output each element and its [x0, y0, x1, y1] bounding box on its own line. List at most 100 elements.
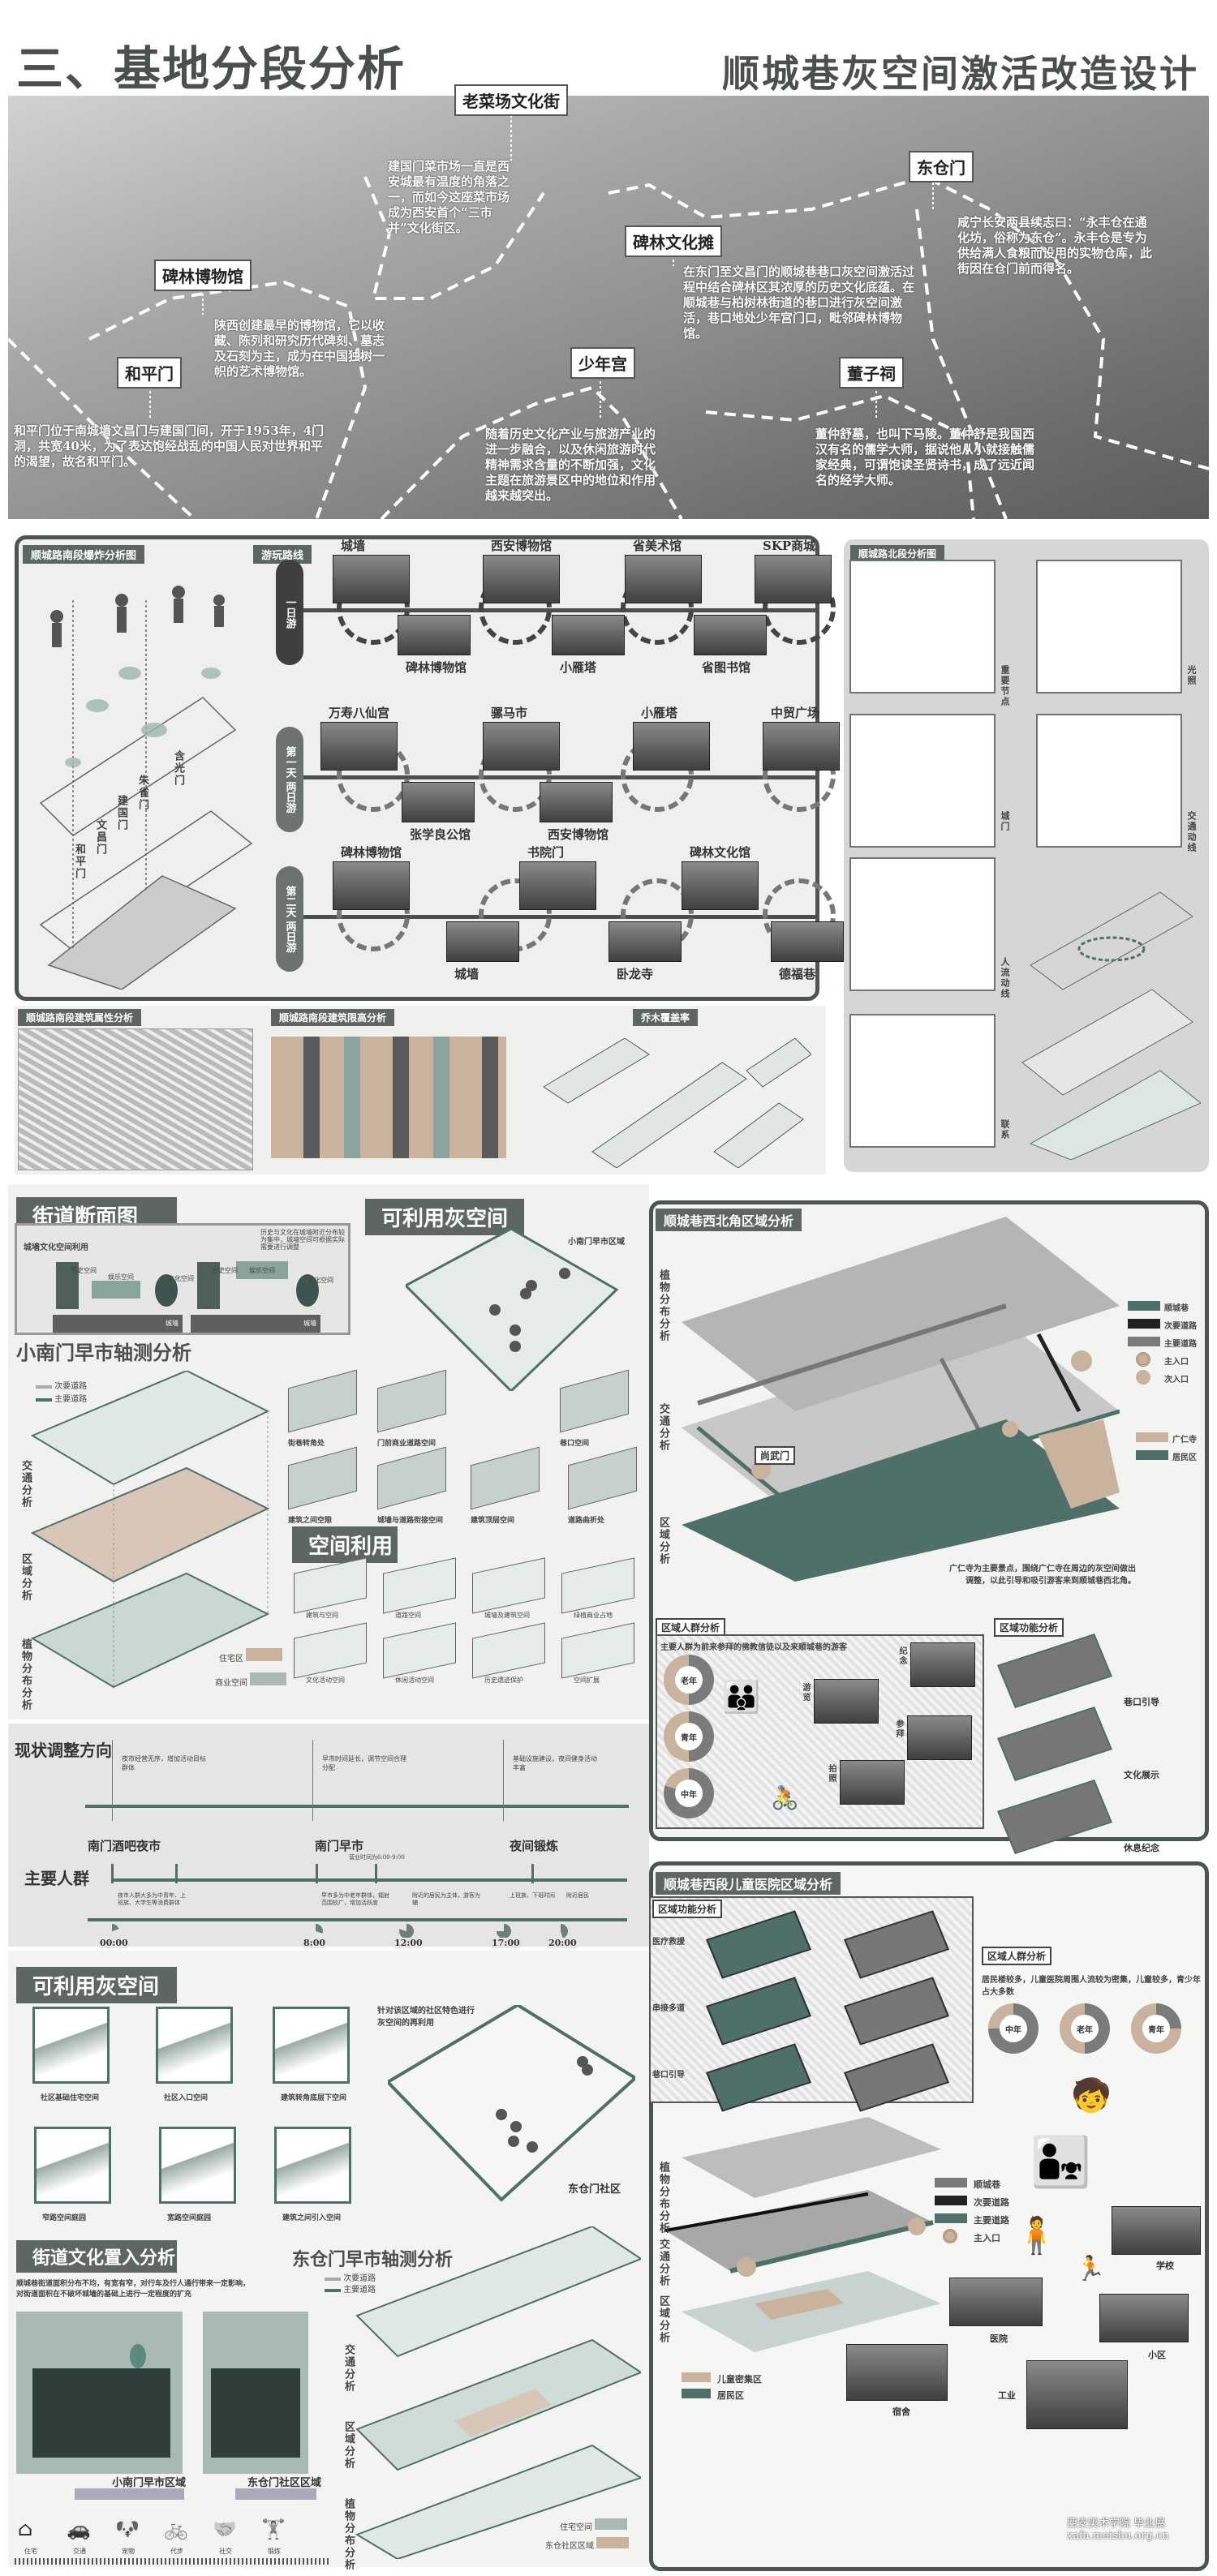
dcm-axon-title: 东仓门早市轴测分析: [292, 2249, 454, 2270]
age-donut-chart: 中年: [988, 2003, 1039, 2054]
timeline-event: 夜间锻炼: [510, 1839, 559, 1853]
space-use-label: 文化活动空间: [306, 1677, 345, 1684]
space-use-label: 绿植商业占地: [574, 1612, 613, 1619]
place-label: 医院: [990, 2333, 1008, 2344]
space-label: 娱乐空间: [108, 1273, 134, 1281]
grey-space-label: 建筑之间空隙: [288, 1517, 333, 1525]
space-use-label: 道路空间: [395, 1612, 421, 1619]
grey-space-label: 宽路空间庭园: [167, 2214, 212, 2222]
space-use-label: 建筑与空间: [306, 1612, 338, 1619]
donut-label: 中年: [1000, 2015, 1027, 2042]
legend-text: 住宅空间: [560, 2523, 592, 2532]
legend-text: 主要道路: [343, 2286, 376, 2295]
north-cell-box: [849, 1014, 996, 1148]
street-section-diagram: 城墙文化空间利用 历史与文化在城墙附近分布较为集中，城墙空间可根据实际需要进行调…: [15, 1223, 350, 1335]
section-dcm: [203, 2312, 308, 2474]
spot-text-dongzici: 董仲舒墓，也叫下马陵。董仲舒是我国西汉有名的儒学大师，据说他从小就接触儒家经典，…: [815, 427, 1035, 487]
attraction-photo: [771, 921, 844, 962]
crowd-timeline-line: [112, 1878, 627, 1882]
crowd-pie-icon: [105, 1924, 119, 1938]
layer-label: 区域分析: [342, 2421, 355, 2470]
tick: [316, 1864, 318, 1883]
legend-swatch: [250, 1672, 287, 1685]
legend-swatch: [682, 2372, 711, 2382]
north-cell-box: [849, 714, 996, 848]
age-donut-chart: 老年: [1060, 2003, 1110, 2054]
legend-text: 次要道路: [1164, 1322, 1197, 1331]
space-use-label: 历史遗迹保护: [484, 1677, 523, 1684]
spot-label-dongzici: 董子祠: [839, 357, 904, 389]
legend-swatch: [935, 2196, 967, 2205]
legend-residential: 住宅空间: [560, 2518, 628, 2532]
attraction-photo: [320, 722, 398, 771]
layer-label: 交通分析: [657, 1403, 669, 1452]
legend-text: 主要道路: [1164, 1340, 1197, 1349]
tick: [175, 1864, 178, 1883]
scene-label: 拍照: [827, 1764, 836, 1784]
hospital-title: 顺城巷西段儿童医院区域分析: [656, 1872, 841, 1895]
crowd-pie-icon: [553, 1924, 568, 1938]
attraction-photo: [519, 861, 596, 910]
legend-swatch: [325, 2289, 341, 2292]
dcm-site-plate: [385, 2003, 639, 2208]
adjust-divider: [503, 1740, 504, 1821]
attraction-photo: [540, 782, 613, 822]
legend-text: 东仓社区区域: [545, 2542, 594, 2551]
route-day-badge: 第一天 两日游: [276, 727, 303, 832]
building-height-map: [271, 1037, 506, 1158]
scene-label: 游览: [801, 1683, 810, 1702]
event-note: 营业时间为6:00-9:00: [349, 1854, 405, 1861]
adjust-note: 基础设施建设，夜间健身活动丰富: [513, 1755, 597, 1771]
entrance-icon: [1136, 1352, 1150, 1367]
spot-text-laocaichang: 建国门菜市场一直是西安城最有温度的角落之一，而如今这座菜市场成为西安首个“三市并…: [388, 159, 510, 235]
scene-label: 参拜: [894, 1719, 903, 1739]
gate-label: 尚武门: [755, 1446, 796, 1465]
legend-text: 住宅区: [219, 1655, 243, 1664]
northwest-axon: [665, 1217, 1120, 1582]
legend-swatch: [246, 1648, 283, 1661]
legend-text: 次要道路: [974, 2197, 1009, 2208]
adjust-note: 夜市经营无序，增加活动目标群体: [122, 1755, 206, 1771]
place-photo: [1112, 2206, 1201, 2255]
legend-text: 次要道路: [343, 2274, 376, 2283]
dcm-axon-diagram: [349, 2225, 643, 2561]
time-label: 12:00: [394, 1938, 423, 1948]
timeline-adjust-label: 现状调整方向: [15, 1741, 112, 1760]
xnm-axon-diagram: [24, 1369, 284, 1711]
attraction-label: 西安博物馆: [491, 539, 553, 553]
layer-label: 植物分布分析: [19, 1638, 32, 1711]
grey-space-2-note: 针对该区域的社区特色进行灰空间的再利用: [377, 2007, 475, 2028]
hospital-crowd-title: 区域人群分析: [982, 1947, 1052, 1965]
legend-swatch: [935, 2213, 967, 2223]
legend-text: 广仁寺: [1172, 1436, 1197, 1445]
layer-label: 植物分布分析: [657, 2162, 669, 2235]
route-line: [292, 608, 819, 612]
house-icon: ⌂: [18, 2518, 33, 2540]
north-cell-label: 人流动线: [1000, 957, 1010, 999]
running-child-icon: 🏃: [1075, 2255, 1106, 2283]
age-donut-chart: 青年: [664, 1711, 714, 1762]
layer-label: 交通分析: [657, 2239, 669, 2287]
attraction-photo: [552, 615, 625, 655]
crowd-pie-icon: [497, 1924, 511, 1938]
dcm-area-label: 东仓门社区: [568, 2183, 621, 2196]
layer-label: 区域分析: [657, 2295, 669, 2344]
donut-label: 老年: [1071, 2015, 1099, 2042]
grey-space-sketch: [159, 2127, 236, 2204]
spot-text-hepingmen: 和平门位于南城墙文昌门与建国门间，开于1953年，4门洞，共宽40米，为了表达饱…: [14, 423, 325, 469]
nw-crowd-text: 主要人群为前来参拜的佛教信徒以及来顺城巷的游客: [660, 1643, 847, 1652]
area-bar: [235, 2488, 316, 2500]
attraction-label: 中贸广场: [771, 706, 820, 720]
time-label: 8:00: [303, 1938, 326, 1948]
section-ground: [32, 2368, 170, 2458]
hospital-crowd-text: 居民楼较多，儿童医院周围人流较为密集，儿童较多，青少年占大多数: [982, 1976, 1201, 1997]
adjust-divider: [312, 1740, 313, 1821]
route-day-badge: 一日游: [276, 560, 303, 665]
northwest-text: 广仁寺为主要景点，围绕广仁寺在周边的灰空间做出调整，以此引导和吸引游客来到顺城巷…: [949, 1565, 1136, 1586]
grey-space-label: 建筑之间引入空间: [282, 2214, 342, 2222]
legend-text: 主要道路: [54, 1395, 88, 1404]
donut-label: 青年: [1142, 2015, 1170, 2042]
route-line: [292, 775, 819, 779]
attraction-photo: [483, 555, 560, 603]
area-label: 东仓门社区区域: [247, 2477, 322, 2489]
